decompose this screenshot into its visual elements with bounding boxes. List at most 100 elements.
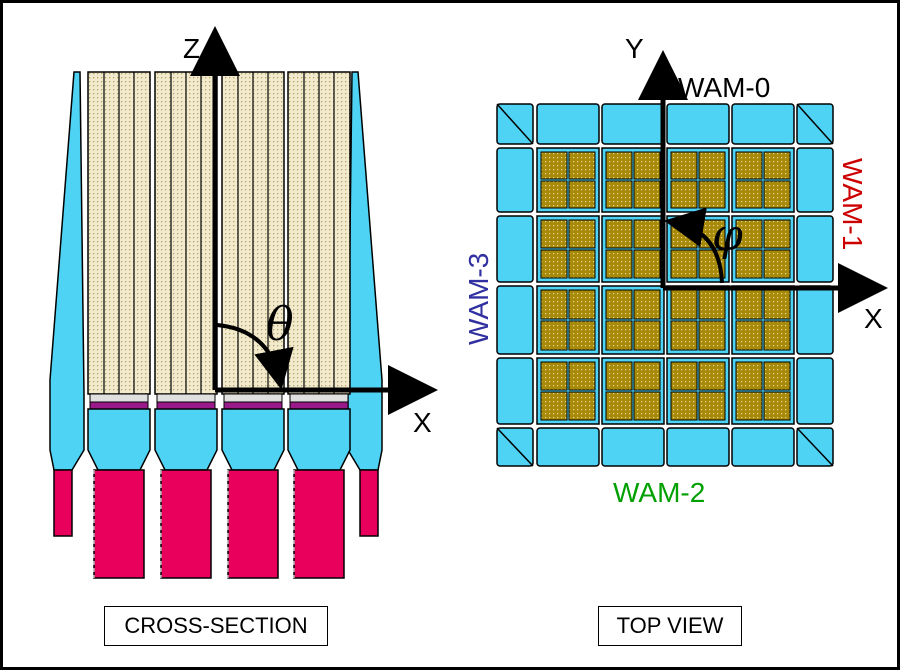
bgo-shield-bottom [154,408,218,471]
gso-crystal [605,361,633,391]
corner-diagonal [496,103,534,145]
gso-crystal [763,361,791,391]
gso-crystal [670,391,698,421]
gso-crystal [735,249,763,279]
wam3-label: WAM-3 [463,253,494,345]
gso-crystal [670,151,698,180]
gso-layer [223,393,283,403]
gso-crystal [605,289,633,320]
gso-layer [89,393,149,403]
gso-crystal [633,249,661,279]
bgo-layer [289,401,349,410]
corner-diagonal [796,103,834,145]
gso-crystal [735,151,763,180]
gso-crystal [633,289,661,320]
gso-crystal [670,320,698,351]
shield-block [796,285,834,355]
phi-label: φ [712,210,743,261]
gso-crystal [633,180,661,209]
gso-crystal [540,219,568,249]
shield-block [496,215,534,283]
side-shield-left [49,71,85,471]
gso-crystal [698,361,726,391]
bgo-layer [89,401,149,410]
gso-crystal [763,391,791,421]
gso-crystal [670,180,698,209]
wam1-label: WAM-1 [837,158,868,250]
side-shield-right [347,71,383,471]
bgo-layer [223,401,283,410]
top-view: Y X φ WAM-0 WAM-2 WAM-1 WAM-3 [463,33,888,508]
gso-crystal [540,391,568,421]
gso-crystal [735,320,763,351]
gso-crystal [735,180,763,209]
gso-crystal [633,391,661,421]
well-unit-1 [154,71,218,579]
gso-crystal [763,180,791,209]
well-unit-2 [221,71,285,579]
theta-label: θ [266,297,294,351]
gso-crystal [763,151,791,180]
gso-crystal [763,249,791,279]
gso-crystal [698,320,726,351]
bgo-shield-bottom [221,408,285,471]
gso-crystal [568,289,596,320]
well-unit-0 [87,71,151,579]
gso-crystal [568,151,596,180]
gso-crystal [633,219,661,249]
gso-crystal [540,289,568,320]
bgo-shield-bottom [287,408,351,471]
bgo-layer [156,401,216,410]
cross-section-caption: CROSS-SECTION [104,606,328,646]
x-axis-label-top-view: X [864,303,883,334]
theta-arc [216,323,294,390]
phi-arc [664,207,724,284]
photomultiplier-tube [160,469,212,579]
gso-crystal [540,180,568,209]
pmt-left [53,469,73,537]
gso-crystal [568,391,596,421]
pmt-right [359,469,379,537]
gso-crystal [540,361,568,391]
shield-block [601,427,665,467]
gso-crystal [670,361,698,391]
shield-block [496,285,534,355]
shield-block [666,427,730,467]
well-unit-3 [287,71,351,579]
shield-block [796,147,834,213]
gso-crystal [568,361,596,391]
shield-block [496,147,534,213]
shield-block [666,103,730,145]
gso-crystal [605,219,633,249]
gso-crystal [763,219,791,249]
gso-crystal [735,391,763,421]
gso-crystal [670,289,698,320]
y-axis-label: Y [625,33,644,64]
gso-crystal [568,180,596,209]
gso-crystal [735,361,763,391]
gso-crystal [633,361,661,391]
corner-diagonal [796,427,834,467]
gso-crystal [763,320,791,351]
gso-crystal [568,249,596,279]
photomultiplier-tube [293,469,345,579]
photomultiplier-tube [93,469,145,579]
corner-diagonal [496,427,534,467]
gso-crystal [605,249,633,279]
gso-crystal [540,249,568,279]
x-axis-label-cross-section: X [413,407,432,438]
gso-crystal [698,180,726,209]
gso-crystal [698,391,726,421]
shield-block [796,357,834,425]
shield-block [536,103,600,145]
gso-crystal [763,289,791,320]
gso-crystal [605,391,633,421]
gso-crystal [540,151,568,180]
top-view-caption: TOP VIEW [598,606,742,646]
gso-crystal [670,249,698,279]
gso-crystal [698,151,726,180]
gso-crystal [735,219,763,249]
